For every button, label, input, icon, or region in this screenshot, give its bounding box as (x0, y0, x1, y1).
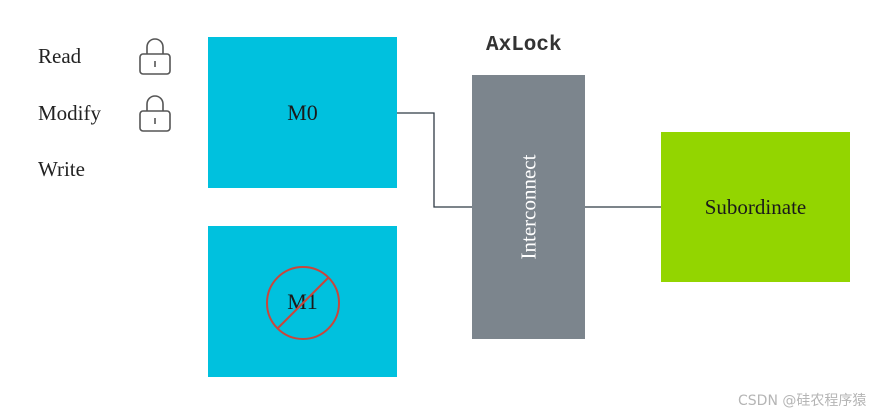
master-m0: M0 (208, 37, 397, 188)
master-m1: M1 (208, 226, 397, 377)
master-m0-label: M0 (287, 99, 318, 125)
step-read: Read (38, 44, 82, 68)
watermark: CSDN @硅农程序猿 (738, 393, 867, 409)
subordinate-label: Subordinate (704, 194, 807, 219)
step-write: Write (38, 157, 85, 181)
m0-to-interconnect-wire (397, 112, 472, 208)
prohibited-sign-icon (266, 266, 340, 340)
interconnect-label: Interconnect (516, 154, 540, 260)
step-modify: Modify (38, 101, 101, 125)
padlock-icon (139, 38, 171, 75)
interconnect-block: Interconnect (472, 75, 585, 339)
padlock-icon (139, 95, 171, 132)
subordinate-block: Subordinate (661, 132, 850, 282)
axlock-title: AxLock (486, 34, 562, 57)
